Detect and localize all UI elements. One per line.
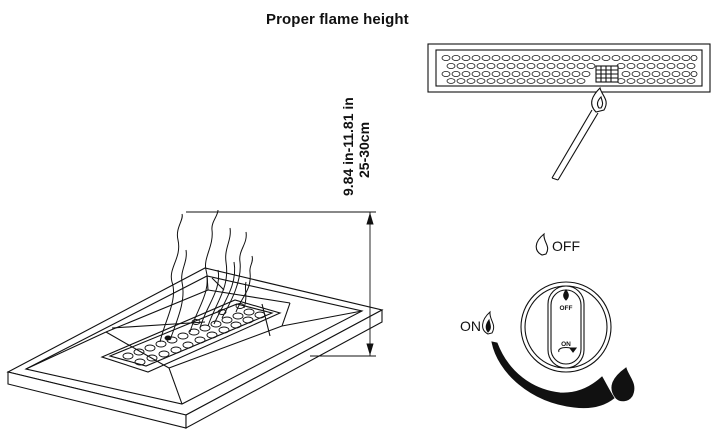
fire-table <box>6 267 384 429</box>
knob-on-marking: ON <box>561 341 571 348</box>
off-position-label: OFF <box>552 238 580 254</box>
flame-icon <box>535 232 549 256</box>
control-knob <box>520 281 612 373</box>
flame-icon <box>482 310 495 335</box>
on-position-label: ON <box>460 318 481 334</box>
diagram-title: Proper flame height <box>266 11 409 28</box>
knob-off-marking: OFF <box>560 305 573 312</box>
burner-top-view <box>427 43 711 181</box>
flame-height-dimension <box>186 211 376 357</box>
flames <box>159 209 253 343</box>
rotation-arrow-icon <box>491 341 635 409</box>
burner-stones <box>122 303 266 366</box>
